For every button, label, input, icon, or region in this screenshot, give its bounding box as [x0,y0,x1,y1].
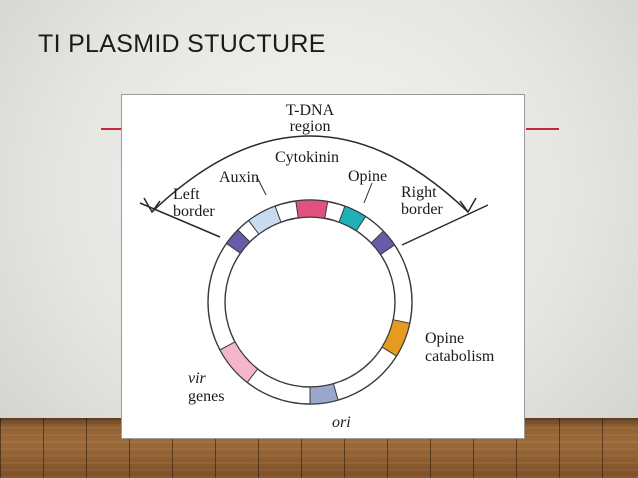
opine-segment [338,205,367,232]
tdna-label-backdrop [274,101,346,135]
auxin-label: Auxin [219,169,259,186]
auxin-leader-line [256,176,267,196]
left-border-segment [225,229,251,254]
tdna-region-arc [151,135,469,213]
right-border-line [401,204,489,246]
opine-catabolism-label-line2: catabolism [425,348,495,365]
vir-genes-segment [219,341,259,384]
ti-plasmid-diagram: T-DNA region Cytokinin Auxin Opine Left … [121,94,525,439]
auxin-segment [247,205,282,235]
cytokinin-label: Cytokinin [275,149,339,166]
left-border-label-line2: border [173,203,215,220]
right-border-segment [370,230,396,256]
cytokinin-segment [295,199,329,219]
slide-title: TI PLASMID STUCTURE [38,30,326,58]
tdna-label-line1: T-DNA [286,102,335,119]
tdna-label-line2: region [290,118,331,135]
opine-catabolism-label-line1: Opine [425,330,464,347]
opine-leader-line [363,182,373,204]
left-border-label-line1: Left [173,186,200,203]
ori-label: ori [332,414,351,431]
vir-label-line2: genes [188,388,224,405]
plasmid-svg: T-DNA region Cytokinin Auxin Opine Left … [139,101,495,431]
right-border-label-line1: Right [401,184,437,201]
accent-line-left [101,128,123,130]
right-border-label-line2: border [401,201,443,218]
left-border-line [139,202,221,238]
ori-segment [309,383,339,405]
tdna-arrow-left-icon [143,197,161,214]
tdna-arrow-right-icon [459,197,477,214]
accent-line-right [526,128,559,130]
vir-label-line1: vir [188,370,207,387]
opine-catabolism-segment [381,319,411,357]
opine-label: Opine [348,168,387,185]
plasmid-ring-inner [224,216,396,388]
